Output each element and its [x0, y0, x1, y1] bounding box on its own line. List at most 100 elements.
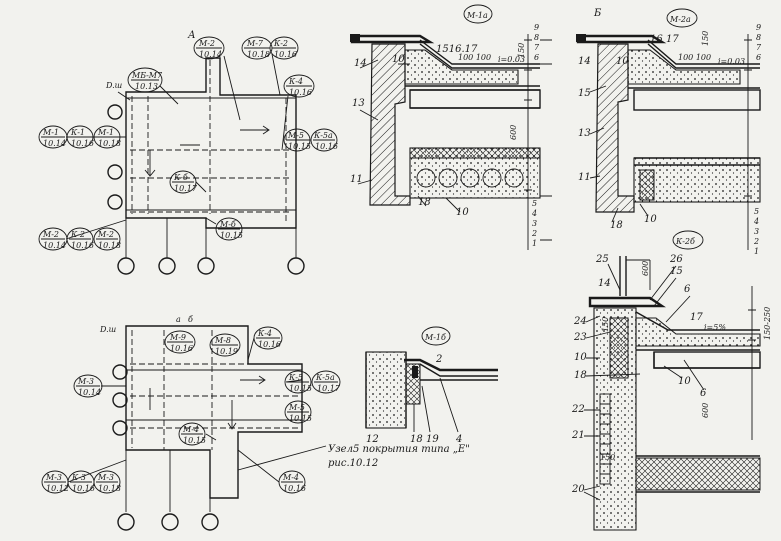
- svg-text:10.16: 10.16: [315, 142, 338, 151]
- node-tag: К-4 10.16: [253, 326, 283, 350]
- svg-text:8: 8: [534, 33, 539, 42]
- svg-text:М-б: М-б: [219, 220, 236, 229]
- svg-text:16: 16: [650, 34, 663, 45]
- svg-text:3: 3: [754, 227, 759, 236]
- svg-text:1: 1: [754, 247, 759, 256]
- svg-text:К-4: К-4: [288, 77, 303, 86]
- node-tag: М-б 10.15: [215, 217, 243, 241]
- svg-text:10: 10: [678, 376, 691, 387]
- node-tag: К-5а 10.16: [310, 128, 338, 152]
- svg-text:М-4: М-4: [282, 473, 299, 482]
- svg-text:10.18: 10.18: [98, 484, 121, 493]
- svg-text:10.16: 10.16: [72, 484, 95, 493]
- svg-text:М-3: М-3: [77, 377, 94, 386]
- svg-text:К-4: К-4: [257, 329, 272, 338]
- svg-text:К-2: К-2: [273, 39, 288, 48]
- svg-text:2: 2: [435, 354, 442, 365]
- svg-text:2: 2: [753, 237, 759, 246]
- svg-text:10.15: 10.15: [288, 142, 311, 151]
- detail-b-tag: М-2а: [666, 8, 698, 28]
- detail-m1a: М-1а 1516.17 14 10 100 100 i=0.03 150: [350, 4, 552, 250]
- svg-text:10.16: 10.16: [283, 484, 306, 493]
- svg-text:М-1а: М-1а: [466, 11, 488, 20]
- svg-text:10: 10: [392, 54, 405, 65]
- svg-text:23: 23: [573, 332, 587, 343]
- svg-text:150-250: 150-250: [763, 307, 772, 340]
- svg-text:150: 150: [601, 317, 610, 332]
- layer-callouts-top: 9 8 7 6: [756, 23, 762, 62]
- node-tag: М-1 10.14: [38, 125, 68, 149]
- svg-text:10.16: 10.16: [170, 344, 193, 353]
- svg-text:10.17: 10.17: [174, 184, 198, 193]
- svg-text:14: 14: [354, 58, 367, 69]
- axis-marker: [287, 257, 305, 275]
- plan-b-tags: М-9 10.16 М-8 10.19 К-4 10.16 М-3 10.14: [41, 326, 341, 494]
- plan-a: А D.ш МБ-М7 10.13: [38, 30, 338, 275]
- svg-text:М-5: М-5: [287, 131, 304, 140]
- node-tag: К-5 10.15: [284, 370, 312, 394]
- svg-text:К-б: К-б: [173, 173, 188, 182]
- svg-text:М-4: М-4: [182, 425, 199, 434]
- axis-marker: [158, 257, 176, 275]
- node-tag: М-2 10.14: [38, 227, 68, 251]
- svg-text:10.18: 10.18: [98, 139, 121, 148]
- axis-marker: [161, 513, 179, 531]
- svg-text:К-1: К-1: [70, 128, 85, 137]
- svg-text:10: 10: [616, 56, 629, 67]
- svg-text:К-5: К-5: [288, 373, 303, 382]
- svg-text:10.17: 10.17: [317, 384, 341, 393]
- svg-text:10.18: 10.18: [98, 241, 121, 250]
- svg-text:10.15: 10.15: [289, 384, 312, 393]
- svg-text:3: 3: [532, 219, 537, 228]
- svg-text:М-3: М-3: [45, 473, 62, 482]
- svg-text:11: 11: [350, 174, 363, 185]
- svg-text:К-5а: К-5а: [315, 373, 335, 382]
- detail-m1b: М-1б 2 12 18 19 4: [365, 326, 498, 445]
- detail-k2b-tag: К-2б: [672, 230, 704, 250]
- svg-text:14: 14: [598, 278, 611, 289]
- svg-text:600: 600: [641, 261, 650, 276]
- svg-text:М-9: М-9: [169, 333, 186, 342]
- svg-text:150: 150: [517, 43, 526, 58]
- node-tag: К-5а 10.17: [311, 370, 341, 394]
- svg-text:М-2: М-2: [42, 230, 59, 239]
- svg-text:150: 150: [600, 453, 615, 462]
- svg-text:10.19: 10.19: [215, 347, 238, 356]
- axis-marker: [197, 257, 215, 275]
- svg-text:М-1: М-1: [97, 128, 114, 137]
- svg-text:100 100: 100 100: [678, 53, 711, 62]
- node-tag: М-4 10.15: [178, 422, 206, 446]
- svg-text:20: 20: [571, 484, 585, 495]
- node-tag: М-5 10.15: [284, 400, 312, 424]
- layer-callouts-bottom: 5 4 3 2 1: [753, 207, 759, 256]
- svg-text:11: 11: [578, 172, 591, 183]
- svg-text:М-2: М-2: [97, 230, 114, 239]
- svg-text:М-3: М-3: [97, 473, 114, 482]
- svg-text:10.14: 10.14: [43, 139, 66, 148]
- svg-text:10.13: 10.13: [135, 82, 158, 91]
- svg-text:8: 8: [756, 33, 761, 42]
- svg-text:10.12: 10.12: [46, 484, 69, 493]
- svg-text:К-3: К-3: [71, 473, 86, 482]
- detail-k2b: К-2б 25 600 26 14 15 6 24 23 17 i=5% 150…: [571, 230, 772, 531]
- svg-text:К-5а: К-5а: [313, 131, 333, 140]
- svg-text:7: 7: [534, 43, 540, 52]
- svg-text:18: 18: [410, 434, 423, 445]
- svg-text:10.15: 10.15: [183, 436, 206, 445]
- node-tag: М-4 10.16: [278, 470, 306, 494]
- svg-text:i=0.03: i=0.03: [498, 55, 525, 64]
- svg-text:М-7: М-7: [246, 39, 264, 48]
- svg-text:К-2б: К-2б: [675, 237, 695, 246]
- svg-text:10.16: 10.16: [71, 241, 94, 250]
- axis-marker: [112, 420, 128, 436]
- svg-text:10.18: 10.18: [247, 50, 270, 59]
- svg-text:17: 17: [666, 34, 679, 45]
- node-tag: М-3 10.14: [73, 374, 103, 398]
- svg-text:22: 22: [571, 404, 585, 415]
- svg-text:Б: Б: [593, 8, 602, 19]
- svg-text:i=0.03: i=0.03: [718, 57, 745, 66]
- svg-text:10.14: 10.14: [43, 241, 66, 250]
- axis-marker: [112, 364, 128, 380]
- svg-text:10.15: 10.15: [289, 414, 312, 423]
